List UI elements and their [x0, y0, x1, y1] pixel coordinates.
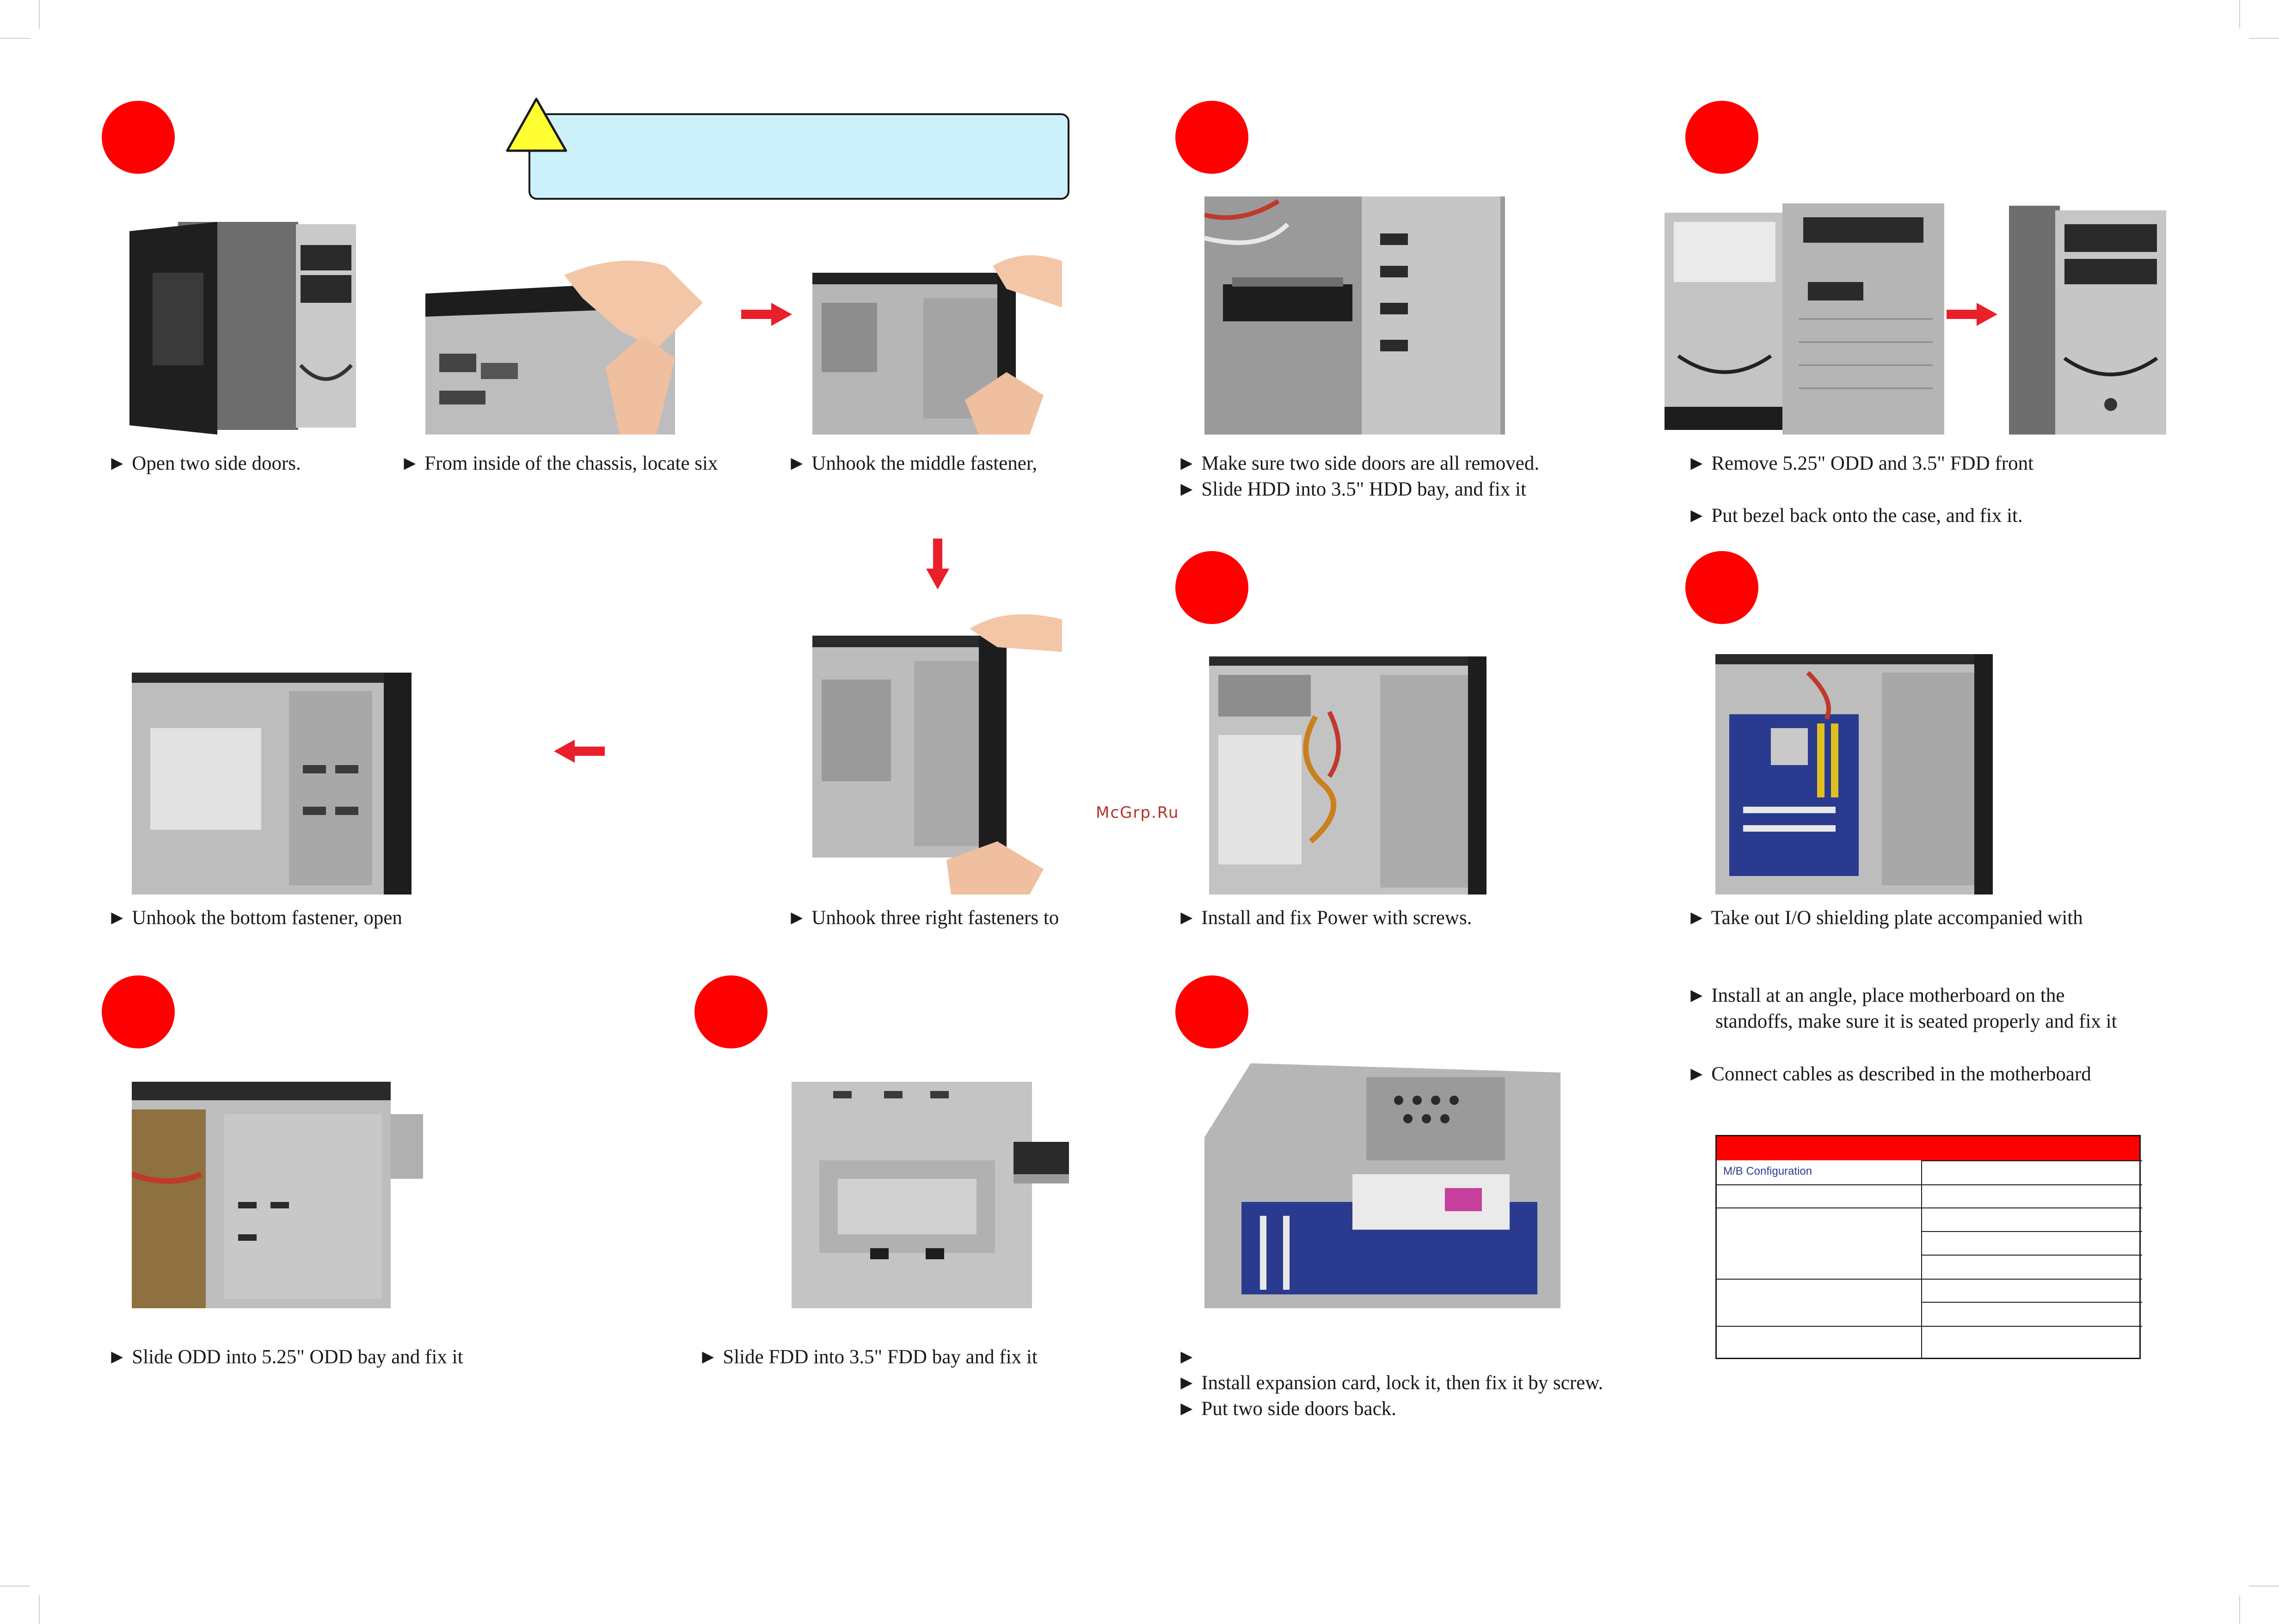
caption-unhook-right: ► Unhook three right fasteners to	[787, 907, 1059, 929]
case-open-door-photo	[125, 217, 356, 435]
step-marker	[1175, 975, 1248, 1048]
caption-install-motherboard: ► Install at an angle, place motherboard…	[1687, 985, 2065, 1006]
step-marker	[1175, 551, 1248, 624]
mb-configuration-table: M/B Configuration	[1715, 1135, 2142, 1359]
crop-mark	[2239, 0, 2240, 29]
expansion-card-photo	[1204, 1063, 1560, 1308]
watermark: McGrp.Ru	[1096, 803, 1179, 822]
crop-mark	[2239, 1595, 2240, 1624]
bezel-back-photo	[2009, 206, 2166, 435]
fdd-bay-photo	[792, 1082, 1078, 1308]
table-line	[1717, 1184, 1922, 1185]
crop-mark	[39, 0, 40, 29]
step-marker	[1685, 551, 1758, 624]
table-header	[1717, 1136, 2139, 1160]
caption-remove-front: ► Remove 5.25" ODD and 3.5" FDD front	[1687, 453, 2034, 474]
step-marker	[102, 101, 175, 174]
caption-open-side-doors: ► Open two side doors.	[107, 453, 301, 474]
caption-install-power: ► Install and fix Power with screws.	[1177, 907, 1472, 929]
caption-io-shield: ► Take out I/O shielding plate accompani…	[1687, 907, 2083, 929]
table-line	[1921, 1231, 2142, 1232]
arrow-right-icon	[1947, 303, 1997, 326]
unhook-middle-photo	[812, 247, 1062, 435]
table-line	[1921, 1207, 2142, 1208]
caption-connect-cables: ► Connect cables as described in the mot…	[1687, 1063, 2091, 1085]
crop-mark	[0, 1586, 30, 1587]
unhook-bottom-photo	[132, 673, 412, 895]
caption-expansion-card: ► Install expansion card, lock it, then …	[1177, 1372, 1603, 1394]
caption-slide-hdd: ► Slide HDD into 3.5" HDD bay, and fix i…	[1177, 478, 1527, 500]
caption-unhook-middle: ► Unhook the middle fastener,	[787, 453, 1038, 474]
step-marker	[102, 975, 175, 1048]
caption-slide-odd: ► Slide ODD into 5.25" ODD bay and fix i…	[107, 1346, 463, 1368]
crop-mark	[2249, 1586, 2279, 1587]
remove-bezel-photo	[1665, 203, 1993, 435]
caption-bullet: ►	[1177, 1346, 1197, 1368]
crop-mark	[0, 38, 30, 39]
caption-remove-doors: ► Make sure two side doors are all remov…	[1177, 453, 1540, 474]
table-line	[1921, 1302, 2142, 1303]
unhook-right-photo	[812, 610, 1062, 895]
caption-locate-fasteners: ► From inside of the chassis, locate six	[400, 453, 718, 474]
odd-bay-photo	[132, 1082, 428, 1308]
table-row-label: M/B Configuration	[1723, 1165, 1812, 1177]
table-line	[1921, 1255, 2142, 1256]
caption-bezel-back: ► Put bezel back onto the case, and fix …	[1687, 505, 2023, 527]
table-line	[1921, 1160, 2142, 1161]
table-divider	[1921, 1160, 1922, 1359]
table-line	[1921, 1184, 2142, 1185]
table-line	[1921, 1279, 2142, 1280]
step-marker	[694, 975, 768, 1048]
table-line	[1921, 1326, 2142, 1327]
step-marker	[1175, 101, 1248, 174]
motherboard-installed-photo	[1715, 654, 1993, 895]
locate-fasteners-photo	[425, 247, 712, 435]
crop-mark	[2249, 38, 2279, 39]
caption-doors-back: ► Put two side doors back.	[1177, 1398, 1396, 1420]
table-line	[1717, 1207, 1922, 1208]
table-line	[1717, 1326, 1922, 1327]
table-line	[1717, 1279, 1922, 1280]
arrow-left-icon	[554, 740, 605, 763]
warning-icon	[506, 98, 567, 152]
power-supply-photo	[1209, 656, 1487, 895]
caption-install-motherboard-cont: standoffs, make sure it is seated proper…	[1715, 1011, 2117, 1032]
crop-mark	[39, 1595, 40, 1624]
arrow-down-icon	[926, 539, 949, 589]
step-marker	[1685, 101, 1758, 174]
warning-box	[528, 113, 1069, 200]
caption-unhook-bottom: ► Unhook the bottom fastener, open	[107, 907, 402, 929]
caption-slide-fdd: ► Slide FDD into 3.5" FDD bay and fix it	[698, 1346, 1038, 1368]
hdd-bay-photo	[1204, 196, 1505, 435]
arrow-right-icon	[741, 303, 792, 326]
